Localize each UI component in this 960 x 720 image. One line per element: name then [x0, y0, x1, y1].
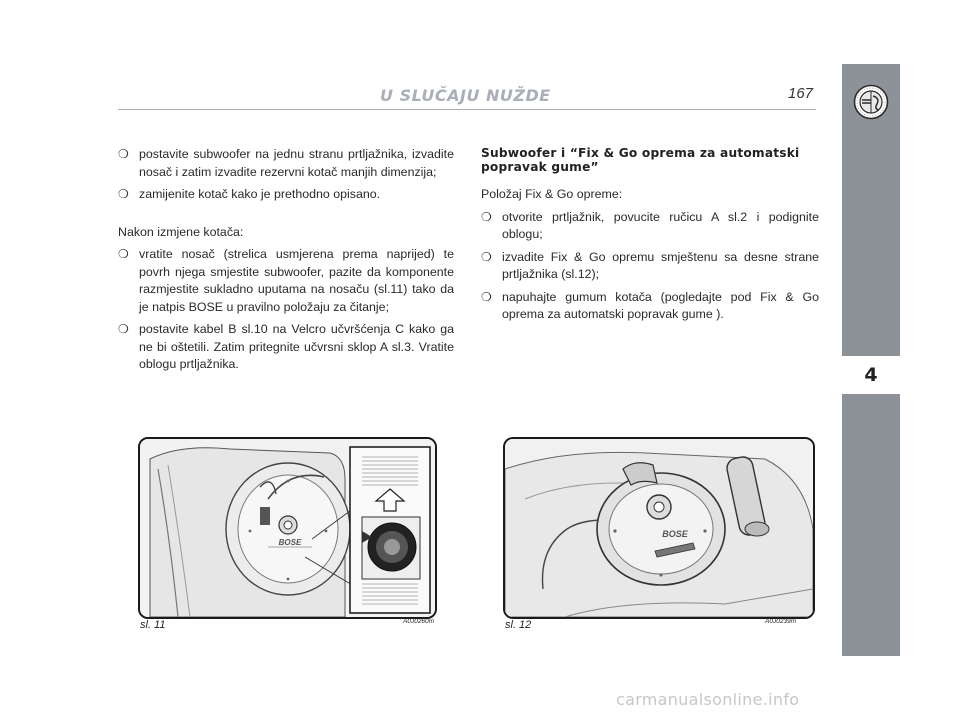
header-rule: [118, 109, 816, 110]
list-item: ❍ napuhajte gumum kotača (pogledajte pod…: [481, 289, 819, 324]
bullet-circle-icon: ❍: [118, 187, 129, 201]
list-item: ❍ zamijenite kotač kako je prethodno opi…: [118, 186, 454, 204]
chapter-number: 4: [842, 356, 900, 394]
bullet-circle-icon: ❍: [481, 289, 492, 304]
list-item-text: vratite nosač (strelica usmjerena prema …: [139, 247, 454, 314]
bullet-circle-icon: ❍: [118, 322, 129, 336]
figure-brand-text: BOSE: [662, 529, 689, 539]
bullet-circle-icon: ❍: [481, 209, 492, 224]
fix-go-intro: Položaj Fix & Go opreme:: [481, 187, 623, 201]
bullet-circle-icon: ❍: [118, 247, 129, 261]
fix-go-kit-drawing: BOSE: [505, 439, 813, 617]
watermark-text: carmanualsonline.info: [616, 690, 800, 709]
list-item-text: otvorite prtljažnik, povucite ručicu A s…: [502, 209, 819, 242]
figure-11-code: A0J0260m: [403, 618, 435, 625]
bullet-circle-icon: ❍: [118, 147, 129, 161]
figure-11-subwoofer-illustration: BOSE: [138, 437, 437, 619]
figure-12-caption: sl. 12: [505, 619, 532, 631]
section-heading: Subwoofer i “Fix & Go oprema za automats…: [481, 146, 800, 174]
list-item-text: zamijenite kotač kako je prethodno opisa…: [139, 187, 381, 201]
figure-11-caption: sl. 11: [140, 619, 166, 631]
list-item: ❍ otvorite prtljažnik, povucite ručicu A…: [481, 209, 819, 244]
bullet-circle-icon: ❍: [481, 249, 492, 264]
list-item-text: postavite kabel B sl.10 na Velcro učvršć…: [139, 322, 454, 371]
list-item: ❍ postavite subwoofer na jednu stranu pr…: [118, 146, 454, 181]
alfa-romeo-logo-icon: [853, 84, 889, 120]
figure-brand-text: BOSE: [279, 538, 302, 547]
after-change-intro: Nakon izmjene kotača:: [118, 224, 244, 239]
right-text-column: Subwoofer i “Fix & Go oprema za automats…: [481, 146, 819, 329]
left-text-column: ❍ postavite subwoofer na jednu stranu pr…: [118, 146, 454, 379]
page-number: 167: [788, 85, 814, 102]
list-item-text: napuhajte gumum kotača (pogledajte pod F…: [502, 289, 819, 322]
list-item-text: postavite subwoofer na jednu stranu prtl…: [139, 147, 454, 179]
list-item-text: izvadite Fix & Go opremu smještenu sa de…: [502, 249, 819, 282]
subwoofer-on-carrier-drawing: BOSE: [140, 439, 435, 617]
left-bullets-top: ❍ postavite subwoofer na jednu stranu pr…: [118, 146, 454, 374]
list-item: ❍ postavite kabel B sl.10 na Velcro učvr…: [118, 321, 454, 374]
section-header-title: U SLUČAJU NUŽDE: [380, 86, 551, 105]
list-item: ❍ izvadite Fix & Go opremu smještenu sa …: [481, 249, 819, 284]
figure-12-fix-go-illustration: BOSE: [503, 437, 815, 619]
list-item: ❍ vratite nosač (strelica usmjerena prem…: [118, 246, 454, 316]
right-bullets: Položaj Fix & Go opreme: ❍ otvorite prtl…: [481, 186, 819, 324]
figure-12-code: A0J0239m: [765, 618, 797, 625]
